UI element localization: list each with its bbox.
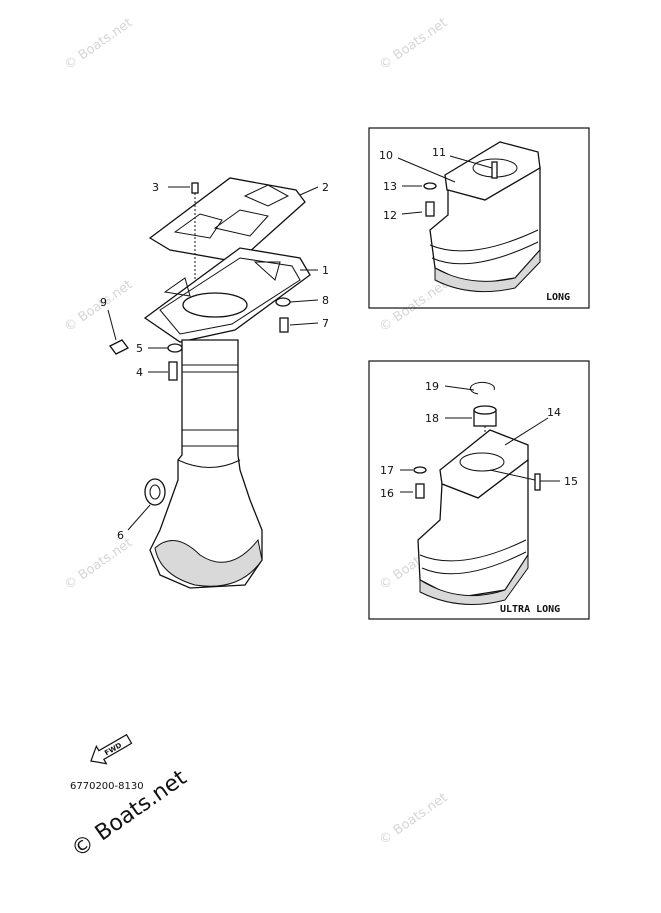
part-label-19: 19 — [425, 380, 439, 393]
ultra-long-inset-frame — [368, 360, 590, 620]
part-label-16: 16 — [380, 487, 394, 500]
part-label-1: 1 — [322, 264, 329, 277]
watermark: © Boats.net — [377, 277, 451, 335]
watermark: © Boats.net — [62, 277, 136, 335]
long-inset: 10 11 13 12 LONG — [368, 127, 590, 309]
part-label-3: 3 — [152, 181, 159, 194]
casing-bore — [182, 292, 248, 318]
part-label-8: 8 — [322, 294, 329, 307]
long-inset-frame — [368, 127, 590, 309]
long-inset-label: LONG — [546, 292, 570, 303]
ultra-long-inset: 19 18 14 17 16 15 ULTRA LONG — [368, 360, 590, 620]
part-label-9: 9 — [100, 296, 107, 309]
washer-part-13 — [423, 182, 437, 190]
part-label-18: 18 — [425, 412, 439, 425]
dowel-pin-part-11 — [491, 161, 498, 179]
part-label-11: 11 — [432, 146, 446, 159]
ultra-long-inset-label: ULTRA LONG — [500, 604, 560, 615]
main-assembly — [107, 177, 319, 589]
fwd-text: FWD — [103, 741, 123, 757]
part-label-13: 13 — [383, 180, 397, 193]
grommet-part-6 — [144, 478, 166, 506]
part-label-4: 4 — [136, 366, 143, 379]
part-label-12: 12 — [383, 209, 397, 222]
gasket-part-2 — [148, 177, 306, 263]
gasket-openings — [173, 184, 290, 239]
part-label-15: 15 — [564, 475, 578, 488]
bolt-part-4 — [168, 361, 178, 381]
driveshaft-housing — [149, 339, 263, 589]
dowel-pin-part-3 — [191, 182, 199, 194]
dowel-pin-part-15 — [534, 473, 541, 491]
part-label-2: 2 — [322, 181, 329, 194]
watermark: © Boats.net — [62, 535, 136, 593]
part-label-7: 7 — [322, 317, 329, 330]
plug-part-9 — [109, 339, 129, 355]
main-part-labels: 3 2 1 8 7 9 5 4 6 — [100, 181, 329, 542]
washer-part-17 — [413, 466, 427, 474]
bolt-part-7 — [279, 317, 289, 333]
bolt-part-12 — [425, 201, 435, 217]
part-label-17: 17 — [380, 464, 394, 477]
fwd-arrow: FWD — [90, 733, 133, 765]
part-label-14: 14 — [547, 406, 561, 419]
part-label-6: 6 — [117, 529, 124, 542]
washer-part-5 — [167, 343, 183, 353]
watermark: © Boats.net — [377, 790, 451, 848]
diagram-code: 6770200-8130 — [70, 781, 144, 792]
fwd-arrow-icon — [90, 733, 133, 765]
copyright-watermark: © Boats.net — [67, 765, 192, 863]
cavitation-plate — [154, 538, 263, 587]
bolt-part-16 — [415, 483, 425, 499]
part-label-10: 10 — [379, 149, 393, 162]
watermark: © Boats.net — [62, 15, 136, 73]
part-label-5: 5 — [136, 342, 143, 355]
watermark: © Boats.net — [377, 15, 451, 73]
circlip-part-19 — [469, 381, 495, 395]
watermark-layer: © Boats.net © Boats.net © Boats.net © Bo… — [62, 15, 451, 848]
washer-part-8 — [275, 297, 291, 307]
